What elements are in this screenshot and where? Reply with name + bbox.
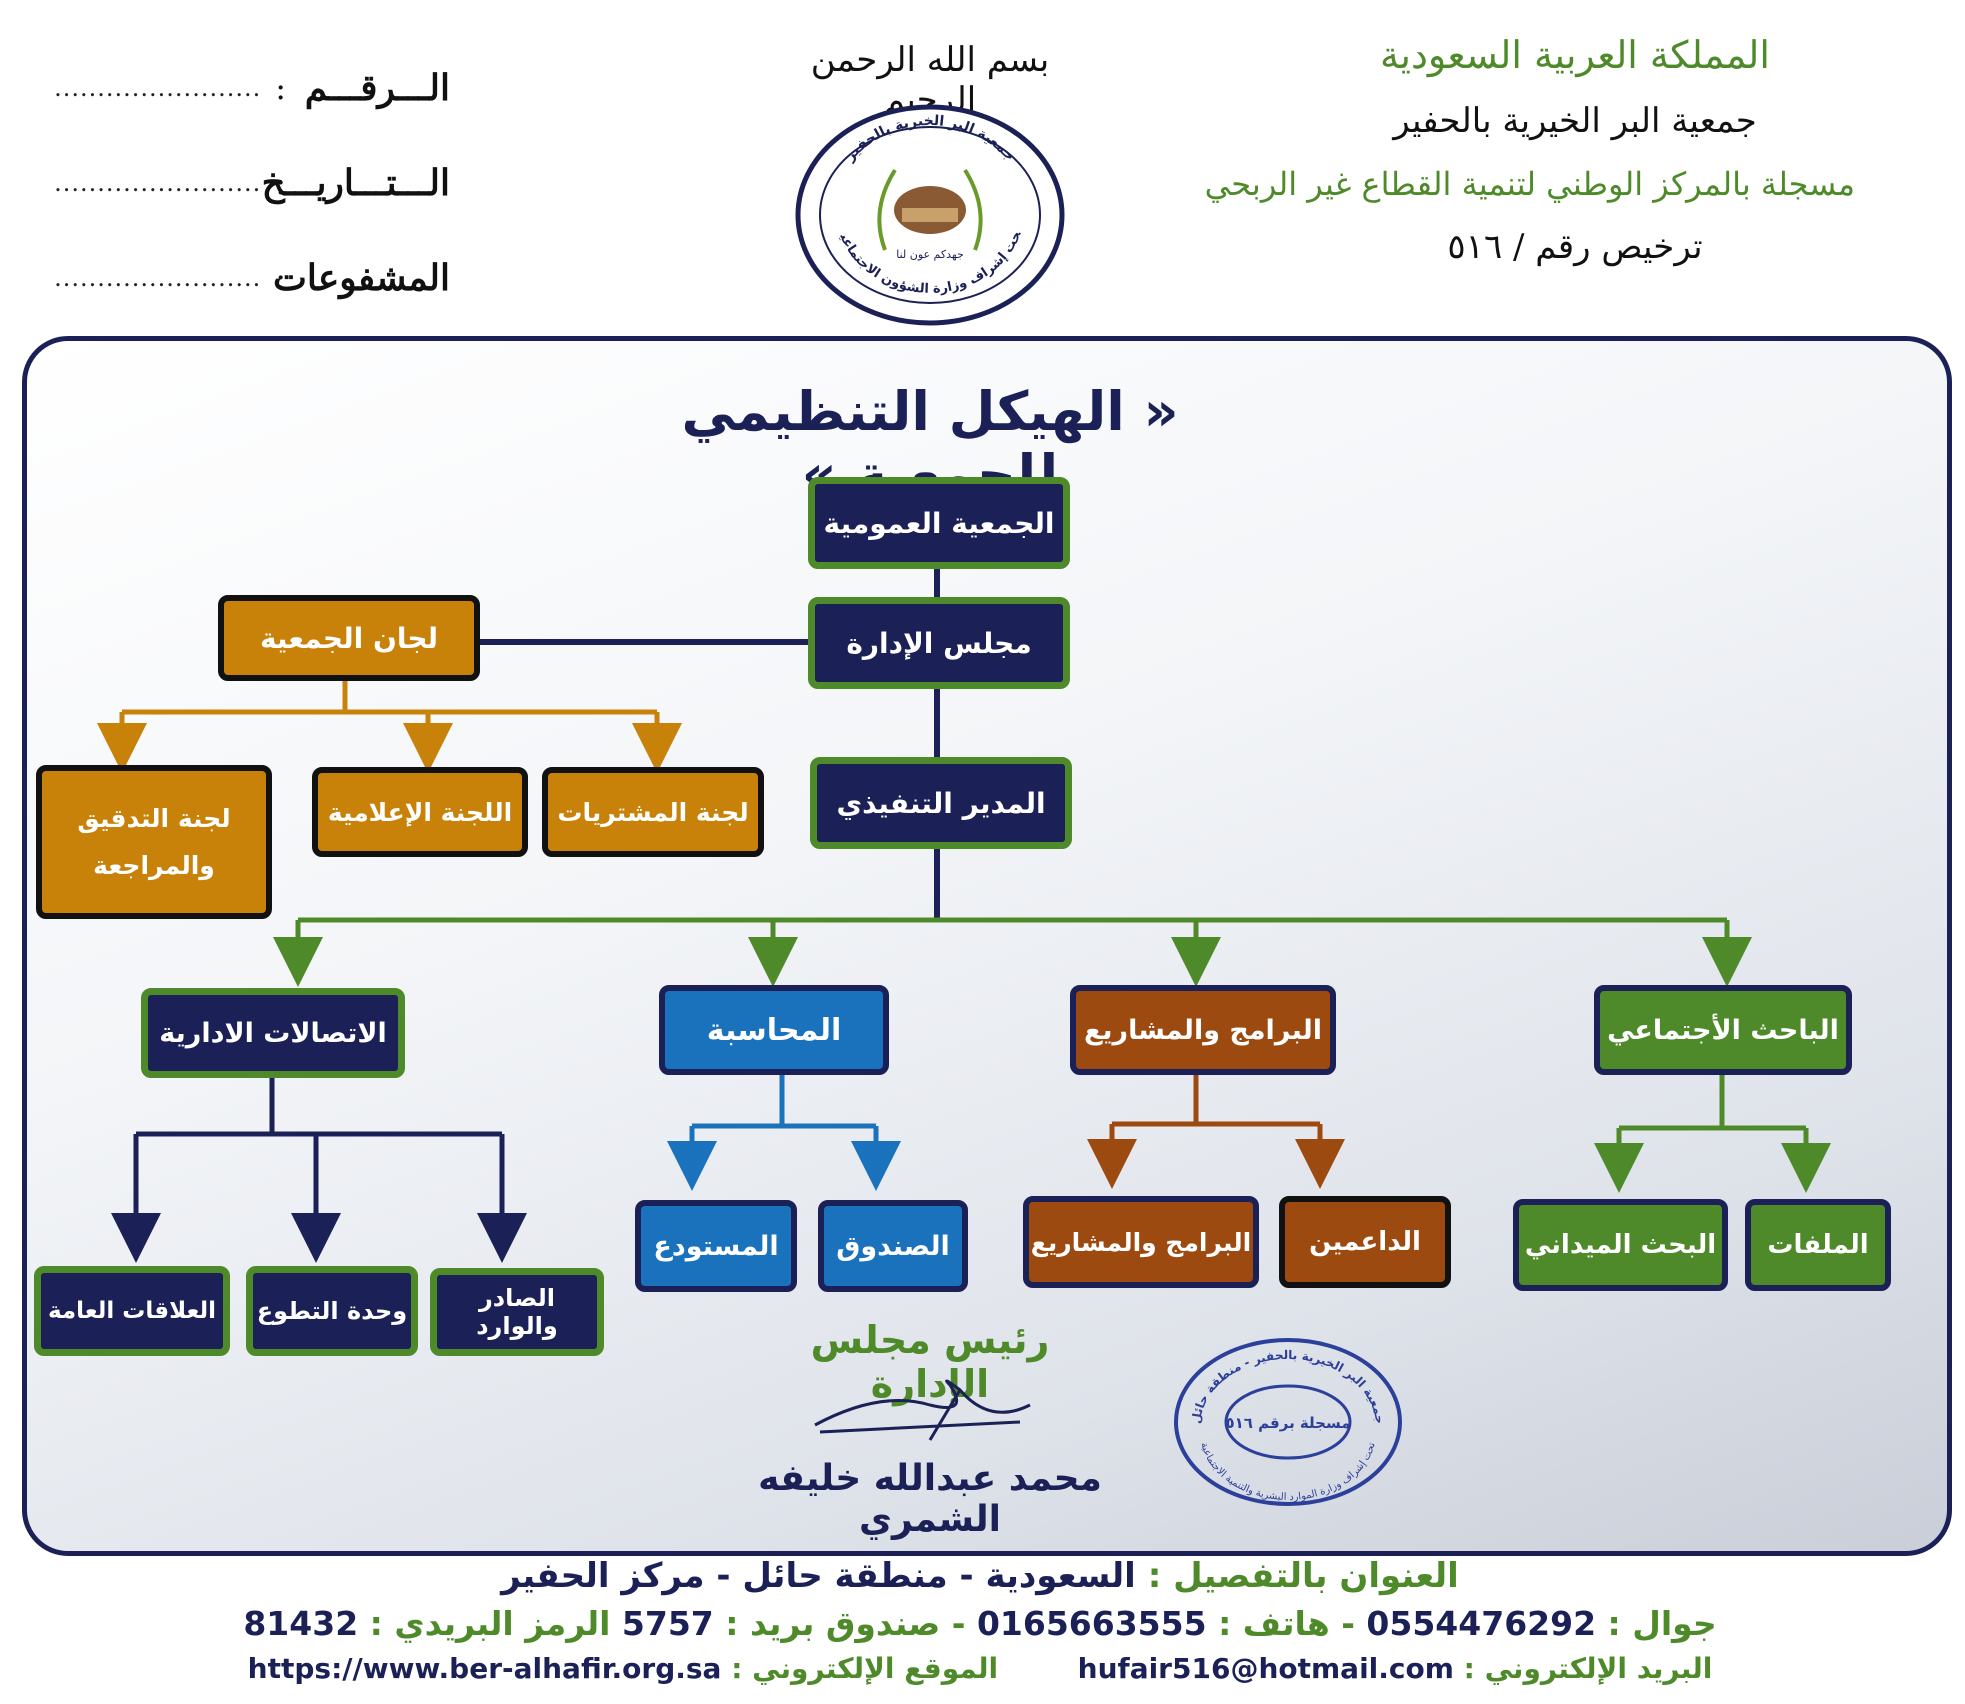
postal-code: 81432 xyxy=(243,1604,359,1643)
audit-committee-box: لجنة التدقيق والمراجعة xyxy=(36,765,272,919)
mobile-number: 0554476292 xyxy=(1366,1604,1597,1643)
cashbox-box: الصندوق xyxy=(818,1200,968,1292)
footer-address: العنوان بالتفصيل : السعودية - منطقة حائل… xyxy=(501,1556,1459,1596)
field-research-box: البحث الميداني xyxy=(1513,1199,1728,1291)
programs-sub-box: البرامج والمشاريع xyxy=(1023,1196,1259,1288)
org-header: المملكة العربية السعودية جمعية البر الخي… xyxy=(1204,28,1855,267)
pobox-number: 5757 xyxy=(621,1604,714,1643)
incoming-outgoing-box: الصادر والوارد xyxy=(430,1268,604,1356)
stamp-inner-text: مسجلة برقم ٥١٦ xyxy=(1225,1414,1350,1432)
phone-number: 0165663555 xyxy=(976,1604,1207,1643)
number-label: الـــرقـــم xyxy=(304,66,450,109)
website-link[interactable]: https://www.ber-alhafir.org.sa xyxy=(247,1652,722,1685)
media-committee-box: اللجنة الإعلامية xyxy=(312,767,528,857)
attachments-label: المشفوعات xyxy=(272,256,450,299)
attachments-field: ........................ xyxy=(54,263,262,292)
svg-text:تحت إشراف وزارة الموارد البشري: تحت إشراف وزارة الموارد البشرية والتنمية… xyxy=(1198,1441,1377,1503)
social-researcher-box: الباحث الأجتماعي xyxy=(1594,985,1852,1075)
board-box: مجلس الإدارة xyxy=(808,597,1070,689)
warehouse-box: المستودع xyxy=(635,1200,797,1292)
date-field: ........................ xyxy=(54,168,262,197)
footer-online: البريد الإلكتروني : hufair516@hotmail.co… xyxy=(247,1652,1713,1685)
executive-director-box: المدير التنفيذي xyxy=(810,757,1072,849)
supporters-box: الداعمين xyxy=(1279,1196,1451,1288)
wheat-icon xyxy=(877,168,983,251)
accounting-box: المحاسبة xyxy=(659,985,889,1075)
official-stamp: جمعية البر الخيرية بالحفير - منطقة حائل … xyxy=(1174,1338,1402,1506)
org-name: جمعية البر الخيرية بالحفير xyxy=(1393,101,1757,141)
email-link[interactable]: hufair516@hotmail.com xyxy=(1077,1652,1454,1685)
programs-projects-box: البرامج والمشاريع xyxy=(1070,985,1336,1075)
committees-box: لجان الجمعية xyxy=(218,595,480,681)
stamp-bottom-text: تحت إشراف وزارة الموارد البشرية والتنمية… xyxy=(1198,1441,1377,1503)
files-box: الملفات xyxy=(1745,1199,1891,1291)
public-relations-box: العلاقات العامة xyxy=(34,1266,230,1356)
volunteering-unit-box: وحدة التطوع xyxy=(246,1266,418,1356)
procurement-committee-box: لجنة المشتريات xyxy=(542,767,764,857)
signatory-name: محمد عبدالله خليفه الشمري xyxy=(758,1458,1102,1540)
org-logo: جمعية البر الخيرية بالحفير تحت إشراف وزا… xyxy=(790,100,1065,326)
footer-contacts: جوال : 0554476292 - هاتف : 0165663555 - … xyxy=(243,1604,1717,1643)
document-meta: الـــرقـــم : ........................ ا… xyxy=(54,66,450,299)
general-assembly-box: الجمعية العمومية xyxy=(808,477,1070,569)
date-label: الـــتـــاريـــخ xyxy=(261,161,450,204)
number-field: ........................ xyxy=(54,73,262,102)
admin-communications-box: الاتصالات الادارية xyxy=(141,988,405,1078)
signature-mark xyxy=(814,1379,1031,1441)
license-number: ترخيص رقم / ٥١٦ xyxy=(1447,227,1703,267)
logo-motto: جهدكم عون لنا xyxy=(896,248,964,261)
registration-note: مسجلة بالمركز الوطني لتنمية القطاع غير ا… xyxy=(1204,165,1855,203)
country-name: المملكة العربية السعودية xyxy=(1380,33,1770,77)
basmala: بسم الله الرحمن الرحيم xyxy=(810,40,1050,120)
